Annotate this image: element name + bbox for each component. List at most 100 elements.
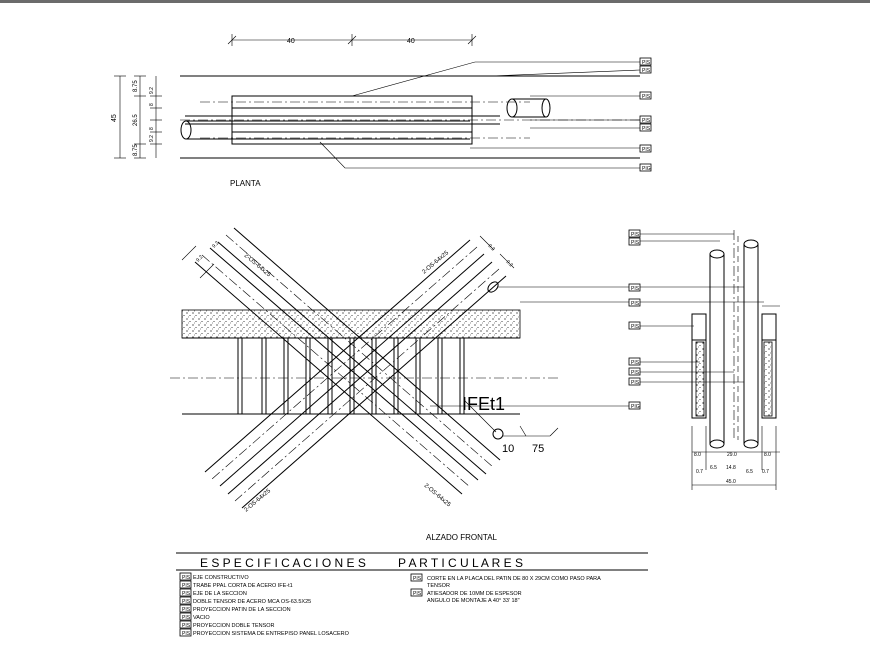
svg-text:PIS: PIS [642,68,651,74]
svg-text:PROYECCION PATIN DE LA SECCION: PROYECCION PATIN DE LA SECCION [193,607,291,613]
plan-dim-part-1: 8.75 [133,80,139,92]
elev-side-dim-left-b: 9.2 [211,240,220,249]
plan-tag-4: PIS [639,115,652,124]
plan-dim-top-left: 40 [287,38,295,45]
svg-text:PIS: PIS [631,324,640,330]
svg-text:PIS: PIS [182,599,191,605]
plan-dim-top-right: 40 [407,38,415,45]
plan-tag-7: PIG [639,163,652,172]
svg-text:PIG: PIG [631,404,640,410]
svg-text:PIS: PIS [182,615,191,621]
svg-text:PIS: PIS [642,118,651,124]
svg-text:PIS: PIS [182,575,191,581]
plan-dim-inner-1: 9.2 [149,87,155,94]
section-dim-center: 29.0 [727,452,737,458]
plan-tag-2: PIS [639,65,652,74]
svg-text:PIS: PIS [182,631,191,637]
svg-text:PIS: PIS [631,301,640,307]
specs-title-right: P A R T I C U L A R E S [398,556,523,570]
svg-text:PIS: PIS [631,380,640,386]
section-sub-dim-2: 6.5 [710,465,717,471]
section-tag-9: PIG [628,401,641,410]
section-tag-3: PIS [628,283,641,292]
plan-dim-inner-4: 9.2 [149,135,155,142]
svg-text:PIS: PIS [631,240,640,246]
section-tag-6: PIS [628,357,641,366]
plan-tag-5: PIS [639,123,652,132]
plan-dim-total: 45 [111,114,118,122]
section-tag-2: PIS [628,237,641,246]
section-sub-dim-5: 0.7 [762,469,769,475]
svg-text:PIS: PIS [413,576,422,582]
svg-text:PIS: PIS [642,60,651,66]
section-tag-7: PIS [628,367,641,376]
plan-tag-6: PIS [639,144,652,153]
window-top-border [0,0,870,3]
section-sub-dim-4: 6.5 [746,469,753,475]
section-tag-1: PIS [628,229,641,238]
section-dim-left: 8.0 [694,452,701,458]
svg-text:PROYECCION SISTEMA DE ENTREPIS: PROYECCION SISTEMA DE ENTREPISO PANEL LO… [193,631,350,637]
plan-dim-part-3: 8.75 [133,144,139,156]
tensor-label-bottom-right: 2-OS-64x25 [423,483,452,509]
svg-text:PIS: PIS [182,623,191,629]
svg-text:ATIESADOR DE 10MM DE ESPESOR: ATIESADOR DE 10MM DE ESPESOR [427,591,522,597]
svg-text:VACIO: VACIO [193,615,210,621]
elev-side-dim-right-b: 9.2 [505,259,514,268]
svg-text:PIS: PIS [642,126,651,132]
plan-view: 40 40 [111,34,652,188]
section-tag-4: PIS [628,298,641,307]
section-tag-8: PIS [628,377,641,386]
svg-text:PIS: PIS [631,370,640,376]
elevation-title: ALZADO FRONTAL [426,533,498,542]
plan-title: PLANTA [230,179,261,188]
front-elevation-view: 9.2 9.2 9.2 9.2 2-OS-64x25 2-OS-64x25 2-… [170,227,630,542]
svg-text:PIS: PIS [642,94,651,100]
beam-label: IFEt1 [462,394,505,414]
svg-text:PROYECCION DOBLE TENSOR: PROYECCION DOBLE TENSOR [193,623,275,629]
section-dim-right: 8.0 [764,452,771,458]
plan-tag-1: PIS [639,57,652,66]
svg-text:PIS: PIS [413,591,422,597]
svg-text:PIS: PIS [631,360,640,366]
svg-text:PIS: PIS [631,286,640,292]
svg-text:PIG: PIG [642,166,651,172]
weld-size: 10 [502,443,514,455]
section-dim-total: 45.0 [726,479,736,485]
section-tag-5: PIS [628,321,641,330]
svg-text:PIS: PIS [182,583,191,589]
plan-dim-part-2: 26.5 [133,114,139,126]
svg-text:PIS: PIS [182,591,191,597]
elev-side-dim-right-a: 9.2 [487,243,496,252]
tensor-label-bottom-left: 2-OS-64x25 [243,488,272,514]
plan-tag-3: PIS [639,91,652,100]
svg-text:TENSOR: TENSOR [427,583,450,589]
svg-text:TRABE PPAL CORTA DE ACERO IFE-: TRABE PPAL CORTA DE ACERO IFE-t1 [193,583,293,589]
specs-title-left: E S P E C I F I C A C I O N E S [200,556,366,570]
svg-text:EJE CONSTRUCTIVO: EJE CONSTRUCTIVO [193,575,249,581]
svg-text:DOBLE TENSOR DE ACERO MCA OS-: DOBLE TENSOR DE ACERO MCA OS-63.5X25 [193,599,311,605]
tensor-label-top-right: 2-OS-64x25 [421,250,450,276]
plan-dim-inner-3: 8 [149,127,155,130]
elev-side-dim-left-a: 9.2 [195,254,204,263]
section-view: 8.0 29.0 8.0 0.7 6.5 14.8 6.5 0.7 45.0 P… [628,229,780,490]
svg-text:PIS: PIS [631,232,640,238]
spec-right-item-1: PIS CORTE EN LA PLACA DEL PATIN DE 80 X 2… [410,573,601,589]
section-sub-dim-3: 14.8 [726,465,736,471]
svg-text:CORTE EN LA PLACA DEL PATIN DE: CORTE EN LA PLACA DEL PATIN DE 80 X 29CM… [427,576,601,582]
specifications-block: E S P E C I F I C A C I O N E S P A R T … [176,552,648,637]
plan-dim-inner-2: 8 [149,103,155,106]
svg-text:PIS: PIS [182,607,191,613]
weld-length: 75 [532,443,544,455]
